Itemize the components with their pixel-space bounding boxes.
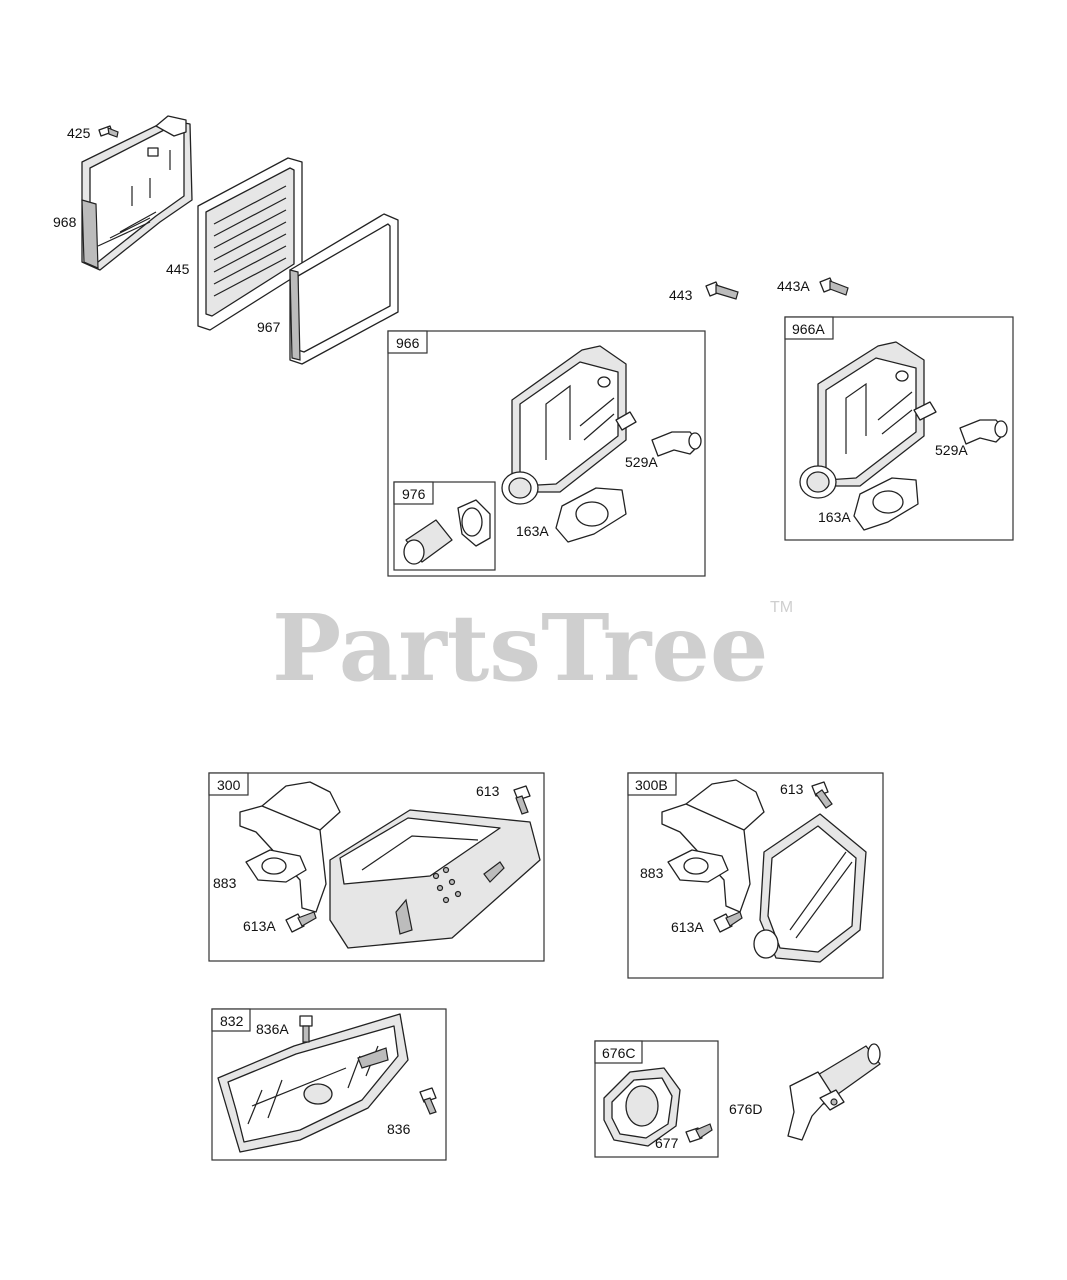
box-976 — [393, 481, 496, 571]
box-label-676C[interactable]: 676C — [602, 1045, 635, 1061]
part-677-screw[interactable] — [685, 1123, 713, 1143]
part-label-836A[interactable]: 836A — [256, 1021, 289, 1037]
box-966-tag — [387, 330, 428, 354]
part-425-screw[interactable] — [98, 125, 119, 138]
part-966A-air-cleaner-body[interactable] — [799, 341, 937, 499]
box-label-966A[interactable]: 966A — [792, 321, 825, 337]
part-443A-screw[interactable] — [819, 277, 849, 296]
part-836-screw[interactable] — [419, 1087, 437, 1115]
part-label-163A-b[interactable]: 163A — [818, 509, 851, 525]
box-label-300B[interactable]: 300B — [635, 777, 668, 793]
part-label-967[interactable]: 967 — [257, 319, 281, 335]
part-label-445[interactable]: 445 — [166, 261, 190, 277]
part-label-883-b[interactable]: 883 — [640, 865, 664, 881]
part-613A-screw-b[interactable] — [713, 911, 743, 933]
part-836A-screw[interactable] — [299, 1015, 313, 1043]
part-968-air-cleaner-base[interactable] — [81, 115, 193, 271]
part-label-676D[interactable]: 676D — [729, 1101, 762, 1117]
part-label-968[interactable]: 968 — [53, 214, 77, 230]
box-676C — [594, 1040, 719, 1158]
part-label-443A[interactable]: 443A — [777, 278, 810, 294]
box-966A-tag — [784, 316, 834, 340]
part-613-screw[interactable] — [513, 785, 531, 815]
box-676C-tag — [594, 1040, 643, 1064]
box-832 — [211, 1008, 447, 1161]
part-label-613[interactable]: 613 — [476, 783, 500, 799]
box-label-832[interactable]: 832 — [220, 1013, 244, 1029]
part-676D-deflector[interactable] — [787, 1043, 881, 1141]
box-966A — [784, 316, 1014, 541]
part-163A-gasket[interactable] — [555, 487, 627, 543]
part-label-425[interactable]: 425 — [67, 125, 91, 141]
part-label-677[interactable]: 677 — [655, 1135, 679, 1151]
box-300B-tag — [627, 772, 677, 796]
part-976-filter-kit[interactable] — [403, 499, 491, 565]
part-label-443[interactable]: 443 — [669, 287, 693, 303]
part-613A-screw[interactable] — [285, 911, 317, 933]
part-883-gasket-b[interactable] — [667, 849, 729, 883]
part-443-screw[interactable] — [705, 281, 739, 300]
part-613-screw-b[interactable] — [811, 781, 833, 809]
part-676C-flange[interactable] — [603, 1067, 681, 1147]
box-label-976[interactable]: 976 — [402, 486, 426, 502]
box-300 — [208, 772, 545, 962]
part-966-air-cleaner-body[interactable] — [501, 345, 637, 505]
part-445-air-filter[interactable] — [197, 157, 303, 331]
box-label-300[interactable]: 300 — [217, 777, 241, 793]
part-label-529A-b[interactable]: 529A — [935, 442, 968, 458]
part-883-gasket[interactable] — [245, 849, 307, 883]
watermark-trademark: TM — [770, 599, 793, 616]
box-832-tag — [211, 1008, 251, 1032]
box-966 — [387, 330, 706, 577]
box-976-tag — [393, 481, 434, 505]
part-163A-gasket-b[interactable] — [853, 477, 919, 531]
part-label-613A[interactable]: 613A — [243, 918, 276, 934]
box-label-966[interactable]: 966 — [396, 335, 420, 351]
part-967-pre-cleaner[interactable] — [289, 213, 399, 365]
part-label-613-b[interactable]: 613 — [780, 781, 804, 797]
part-label-529A[interactable]: 529A — [625, 454, 658, 470]
part-label-613A-b[interactable]: 613A — [671, 919, 704, 935]
part-529A-elbow[interactable] — [651, 431, 702, 457]
part-label-836[interactable]: 836 — [387, 1121, 411, 1137]
part-label-883[interactable]: 883 — [213, 875, 237, 891]
box-300-tag — [208, 772, 249, 796]
part-832-muffler-guard[interactable] — [217, 1013, 409, 1153]
part-label-163A[interactable]: 163A — [516, 523, 549, 539]
box-300B — [627, 772, 884, 979]
watermark-logo: PartsTree — [272, 594, 768, 702]
part-529A-elbow-b[interactable] — [959, 419, 1008, 445]
